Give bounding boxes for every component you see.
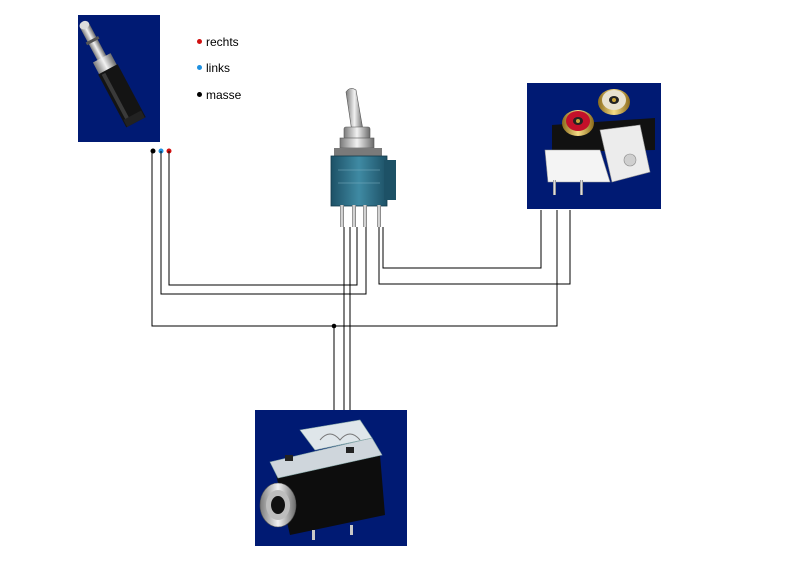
legend-masse: masse bbox=[197, 88, 241, 102]
legend-dot-links bbox=[197, 65, 202, 71]
wire-masse bbox=[151, 151, 558, 327]
wire-switch-rca-2 bbox=[378, 210, 571, 285]
legend-links: links bbox=[197, 61, 230, 75]
legend-dot-masse bbox=[197, 92, 202, 98]
plug-body bbox=[79, 20, 146, 128]
rca-socket-pair bbox=[527, 83, 661, 209]
wires bbox=[151, 151, 571, 410]
stereo-jack-socket bbox=[255, 410, 407, 546]
toggle-switch bbox=[330, 88, 396, 227]
legend-rechts: rechts bbox=[197, 35, 239, 49]
ground-junction bbox=[331, 323, 337, 329]
legend-dot-rechts bbox=[197, 39, 202, 45]
legend-label-rechts: rechts bbox=[206, 35, 239, 49]
wire-rechts bbox=[168, 151, 358, 286]
legend-label-masse: masse bbox=[206, 88, 242, 102]
mono-jack-plug bbox=[78, 15, 160, 142]
plug-pin-masse bbox=[150, 148, 156, 154]
wire-links bbox=[160, 151, 367, 295]
legend-label-links: links bbox=[206, 61, 231, 75]
wire-switch-rca-1 bbox=[382, 210, 542, 269]
